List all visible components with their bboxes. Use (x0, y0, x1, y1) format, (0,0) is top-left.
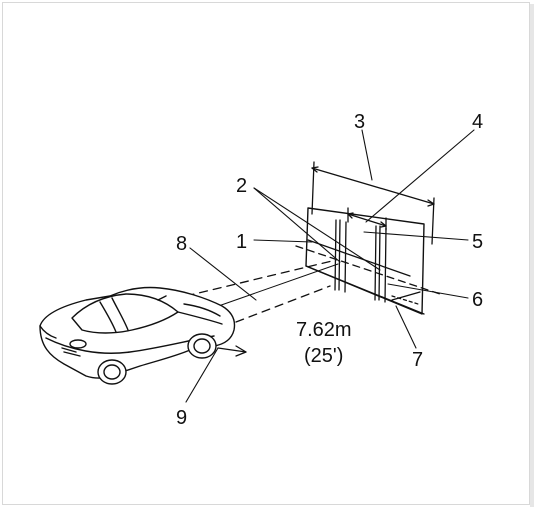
frame-shadow (530, 4, 534, 507)
frame-border (2, 2, 530, 505)
callout-7: 7 (412, 349, 423, 371)
callout-2: 2 (236, 175, 247, 197)
dimension-3 (311, 161, 435, 245)
callout-labels: 1 2 3 4 5 6 7 8 9 7.62m (25') (176, 111, 483, 429)
callout-4: 4 (472, 111, 483, 133)
distance-imperial: (25') (304, 345, 343, 367)
leader-lines (185, 129, 475, 403)
callout-5: 5 (472, 231, 483, 253)
ground-reference (217, 345, 247, 357)
callout-9: 9 (176, 407, 187, 429)
callout-3: 3 (354, 111, 365, 133)
callout-1: 1 (236, 231, 247, 253)
aiming-screen (295, 207, 441, 315)
distance-metric: 7.62m (296, 319, 352, 341)
callout-8: 8 (176, 233, 187, 255)
callout-6: 6 (472, 289, 483, 311)
dimension-4 (347, 207, 387, 231)
vehicle (39, 286, 236, 385)
